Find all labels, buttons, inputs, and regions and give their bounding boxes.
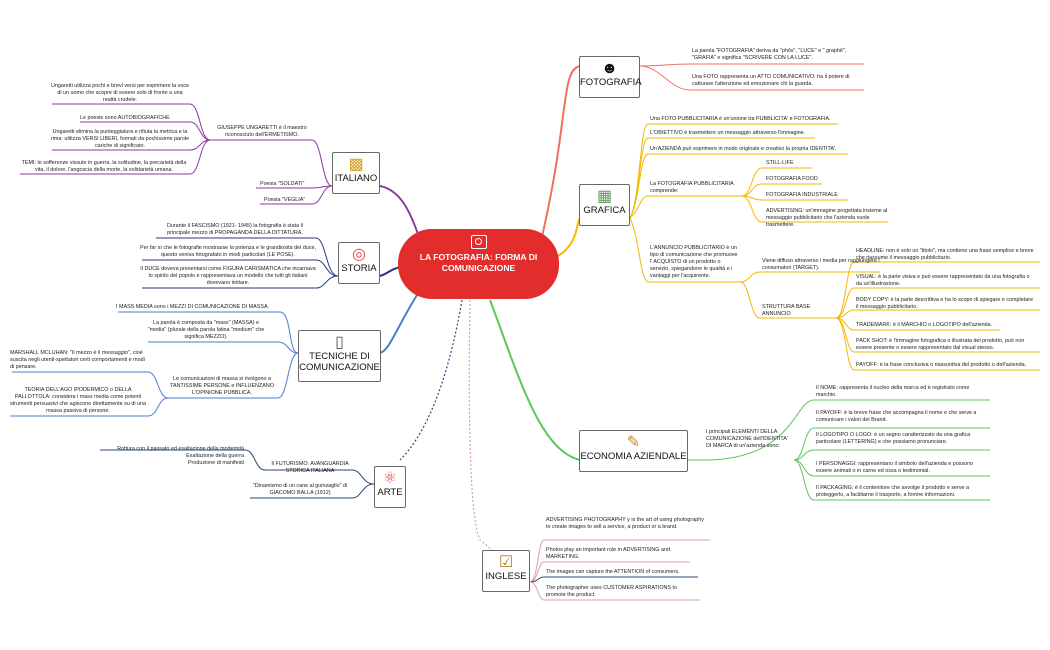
topic-fotografia[interactable]: ☻ FOTOGRAFIA [579,56,642,98]
tecniche-comunicazioni: Le comunicazioni di massa si rivolgono a… [170,376,274,396]
struttura-leaf: HEADLINE: non è solo un "titolo", ma con… [856,248,1034,261]
checklist-icon: ☑ [498,554,514,571]
tecniche-leaf: I MASS MEDIA sono i MEZZI DI COMUNICAZIO… [116,304,270,310]
tools-icon: ✎ [626,434,641,451]
topic-label: TECNICHE DI COMUNICAZIONE [299,351,380,373]
italiano-leaf: Le poesie sono AUTOBIOGRAFICHE [80,115,170,121]
central-topic[interactable]: LA FOTOGRAFIA: FORMA DI COMUNICAZIONE [398,229,559,299]
arte-balla: "Dinamismo di un cane al guinzaglio" di … [252,483,348,496]
storia-leaf: Durante il FASCISMO (1921- 1945) la foto… [166,223,304,236]
map-icon: ▦ [596,188,613,205]
topic-grafica[interactable]: ▦ GRAFICA [579,184,630,226]
struttura-leaf: BODY COPY: è la parte descrittiva e ha l… [856,297,1033,310]
topic-label: ARTE [377,487,403,498]
italiano-leaf: Ungaretti elimina la punteggiatura e rif… [50,129,190,149]
topic-inglese[interactable]: ☑ INGLESE [482,550,530,592]
target-icon: ◎ [352,246,366,263]
arte-futurismo-leaf: Rottura con il passato ed esaltazione de… [117,446,244,452]
italiano-poesia: Poesia "VEGLIA" [264,197,306,203]
grafica-leaf: La FOTOGRAFIA PUBBLICITARIA comprende: [650,181,734,194]
arte-futurismo-leaf: Esaltazione della guerra [186,453,244,459]
central-title: LA FOTOGRAFIA: FORMA DI COMUNICAZIONE [419,252,538,273]
economia-intro: I principali ELEMENTI DELLA COMUNICAZION… [706,429,788,449]
fotografia-leaf: Una FOTO rappresenta un ATTO COMUNICATIV… [692,74,850,87]
tecniche-sub-leaf: TEORIA DELL'AGO IPODERMICO o DELLA PALLO… [9,387,147,414]
inglese-leaf: The images can capture the ATTENTION of … [546,569,680,575]
topic-storia[interactable]: ◎ STORIA [338,242,380,284]
atom-icon: ⚛ [382,470,398,487]
inglese-leaf: Photos play an important role in ADVERTI… [546,547,670,560]
economia-leaf: Il PACKAGING: è il contenitore che avvol… [816,485,970,498]
struttura-leaf: PACK SHOT: è l'immagine fotografica o il… [856,338,1025,351]
italiano-poesia: Poesia "SOLDATI" [260,181,305,187]
italiano-leaf: Ungaretti utilizza pochi e brevi versi p… [50,83,190,103]
annuncio-diffusion: Viene diffuso attraverso i media per rag… [762,258,880,271]
struttura-leaf: TRADEMARK: è il MARCHIO o LOGOTIPO dell'… [856,322,993,328]
grafica-sub-leaf: ADVERTISING: un'immagine progettata insi… [766,208,888,228]
topic-label: GRAFICA [583,205,626,216]
computer-icon: ▩ [348,156,364,173]
topic-arte[interactable]: ⚛ ARTE [374,466,406,508]
grafica-leaf: Una FOTO PUBBLICITARIA è un'unione tra P… [650,116,831,122]
photographer-icon: ☻ [601,60,618,77]
arte-futurismo-leaf: Produzione di manifesti [187,460,244,466]
struttura-label: STRUTTURA BASE ANNUNCIO [762,304,811,317]
economia-leaf: Il PAYOFF: è la breve frase che accompag… [816,410,977,423]
fotografia-leaf: La parola "FOTOGRAFIA" deriva da "phôs",… [692,48,847,61]
grafica-sub-leaf: FOTOGRAFIA INDUSTRIALE [766,192,838,198]
storia-leaf: Il DUCE doveva presentarsi come FIGURA C… [140,266,316,286]
topic-tecniche[interactable]: ▯ TECNICHE DI COMUNICAZIONE [298,330,381,382]
struttura-leaf: PAYOFF: è la frase conclusiva o riassunt… [856,362,1027,368]
economia-leaf: Il LOGOTIPO O LOGO: è un segno caratteri… [816,432,971,445]
inglese-leaf: ADVERTISING PHOTOGRAPHY y is the art of … [546,517,704,530]
italiano-leaf: TEMI: le sofferenze vissute in guerra, l… [21,160,187,173]
struttura-leaf: VISUAL: è la parte visiva e può essere r… [856,274,1030,287]
topic-economia[interactable]: ✎ ECONOMIA AZIENDALE [579,430,688,472]
tecniche-leaf: La parola è composta da "mass" (MASSA) e… [147,320,265,340]
grafica-sub-leaf: FOTOGRAFIA FOOD [766,176,818,182]
topic-label: ITALIANO [334,173,378,184]
topic-label: FOTOGRAFIA [580,77,642,88]
grafica-sub-leaf: STILL-LIFE [766,160,794,166]
tecniche-sub-leaf: MARSHALL MCLUHAN: "Il mezzo è il messagg… [10,350,145,370]
grafica-leaf: L'OBIETTIVO è trasmettere un messaggio a… [650,130,806,136]
economia-leaf: I PERSONAGGI: rappresentano il simbolo d… [816,461,974,474]
grafica-leaf: Un'AZIENDA può esprimere in modo origina… [650,146,837,152]
annuncio-leaf: L'ANNUNCIO PUBBLICITARIO è un tipo di co… [650,245,738,279]
topic-label: ECONOMIA AZIENDALE [580,451,687,462]
economia-leaf: Il NOME: rappresenta il nucleo della mar… [816,385,970,398]
topic-label: STORIA [341,263,377,274]
camera-icon [470,235,487,249]
inglese-leaf: The photographer uses CUSTOMER ASPIRATIO… [546,585,678,598]
topic-italiano[interactable]: ▩ ITALIANO [332,152,380,194]
topic-label: INGLESE [485,571,527,582]
arte-futurismo: Il FUTURISMO: AVANGUARDIA STORICA ITALIA… [271,461,349,474]
italiano-ungaretti: GIUSEPPE UNGARETTI è il maestro riconosc… [217,125,307,138]
phone-icon: ▯ [335,334,344,351]
storia-leaf: Per far sì che le fotografie mostrasse l… [140,245,316,258]
